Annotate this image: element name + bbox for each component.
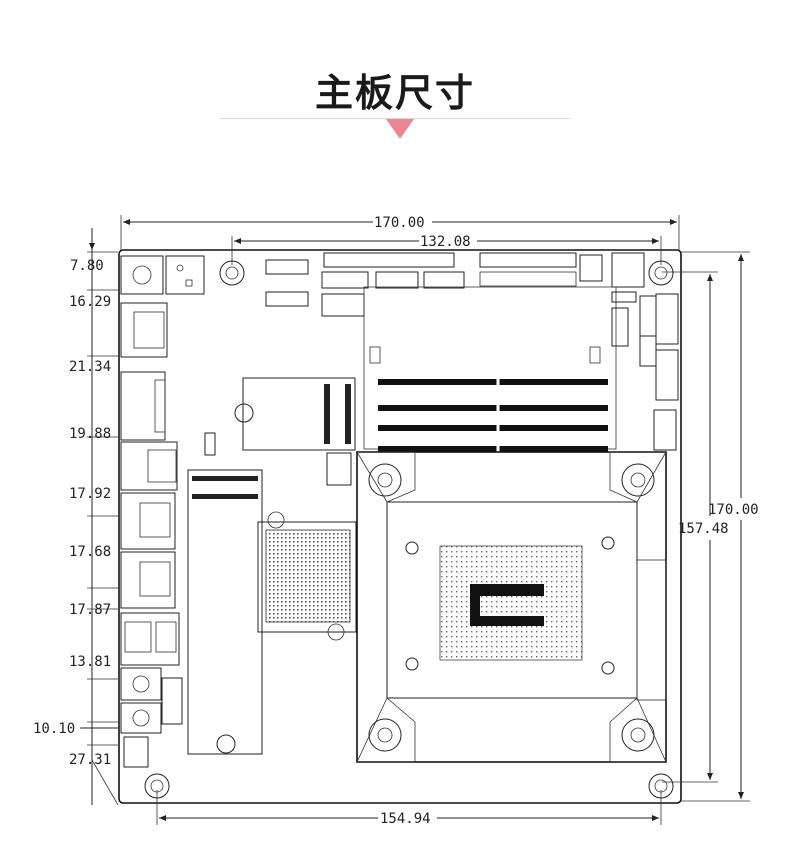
io-audio-jack [120,667,183,725]
dim-left-chain: 7.80 16.29 21.34 19.88 17.92 17.68 17.87… [33,228,119,806]
dim-width-total-label: 170.00 [374,215,425,231]
chipset [257,511,357,641]
left-offset-label: 16.29 [69,294,111,310]
title-divider [220,118,570,119]
left-offset-label: 21.34 [69,359,111,375]
dim-height-inner: 157.48 [662,271,729,783]
left-offset-label: 17.87 [69,602,111,618]
io-dp-port [120,371,166,441]
dim-height-total-label: 170.00 [708,502,759,518]
mounting-hole [219,260,245,286]
mounting-hole [144,773,170,799]
io-hdmi-usb-port [120,612,180,666]
small-connector [204,432,352,486]
dim-width-bottom: 154.94 [156,790,662,827]
io-power-connector [123,736,149,768]
dim-width-inner: 132.08 [231,234,662,265]
page-title: 主板尺寸 [314,71,475,115]
left-offset-label: 17.68 [69,544,111,560]
left-offset-label: 10.10 [33,721,75,737]
left-offset-label: 7.80 [70,258,104,274]
header-connector [265,259,309,307]
m2-slot [187,469,263,755]
board-outline [118,249,682,804]
dim-width-total: 170.00 [120,215,680,250]
io-serial-port [120,302,168,358]
io-audio-jack [120,702,162,734]
cpu-socket [356,451,667,763]
mounting-hole [648,260,674,286]
mounting-hole [648,773,674,799]
right-connector [611,291,679,451]
left-offset-label: 27.31 [69,752,111,768]
header-connector-long [323,252,645,288]
left-offset-label: 17.92 [69,486,111,502]
io-vga-port [120,441,178,491]
io-audio-jack-top [120,255,205,295]
dim-width-inner-label: 132.08 [420,234,471,250]
left-offset-label: 13.81 [69,654,111,670]
memory-slot [378,376,608,455]
io-lan-usb-port [120,492,176,550]
memory-slot-bracket [363,286,617,450]
left-offset-label: 19.88 [69,426,111,442]
header-connector-row2 [321,271,577,317]
dim-width-bottom-label: 154.94 [380,811,431,827]
dim-height-total: 170.00 [681,251,759,802]
title-marker-triangle [386,119,414,139]
msata-module [234,377,356,451]
io-lan-usb-port [120,551,176,609]
dim-height-inner-label: 157.48 [678,521,729,537]
